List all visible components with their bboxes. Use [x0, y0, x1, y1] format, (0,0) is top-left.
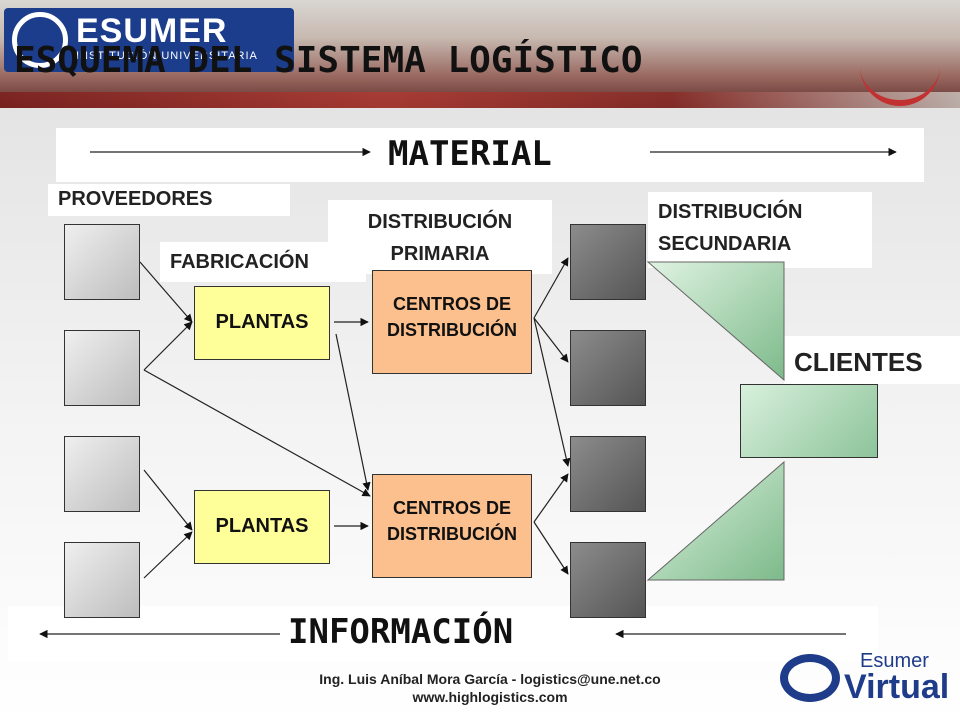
arrow-prov1-planta1 — [139, 261, 193, 323]
esumer-virtual-text1: Esumer — [860, 650, 929, 672]
plantas-box: PLANTAS — [194, 490, 330, 564]
proveedor-box — [64, 330, 140, 406]
distribucion-secundaria-box — [570, 436, 646, 512]
triangle-top — [646, 261, 785, 382]
plantas-box: PLANTAS — [194, 286, 330, 360]
slide-title: ESQUEMA DEL SISTEMA LOGÍSTICO — [14, 40, 643, 81]
material-band — [56, 128, 924, 182]
esumer-virtual-logo: Esumer Virtual — [780, 650, 950, 710]
logo-text: ESUMER — [76, 12, 228, 50]
arrow-centro1-sec3 — [533, 317, 571, 467]
clientes-box — [740, 384, 878, 458]
header-stripe — [0, 92, 960, 108]
distribucion-secundaria-box — [570, 542, 646, 618]
centro-line1: CENTROS DE — [392, 498, 511, 518]
footer-credits: Ing. Luis Aníbal Mora García - logistics… — [250, 670, 730, 706]
centro-line2: DISTRIBUCIÓN — [387, 524, 517, 544]
triangle-bottom — [646, 460, 785, 581]
arrow-prov3-planta2 — [143, 469, 193, 531]
centro-distribucion-box: CENTROS DE DISTRIBUCIÓN — [372, 474, 532, 578]
distribucion-secundaria-line2: SECUNDARIA — [658, 233, 792, 255]
centro-distribucion-box: CENTROS DE DISTRIBUCIÓN — [372, 270, 532, 374]
arrow-prov4-planta2 — [143, 531, 193, 579]
arrow-centro1-sec2 — [533, 317, 569, 363]
esumer-virtual-emblem-icon — [780, 654, 840, 702]
informacion-label: INFORMACIÓN — [288, 612, 514, 652]
distribucion-primaria-label: DISTRIBUCIÓN PRIMARIA — [328, 200, 552, 274]
distribucion-secundaria-label: DISTRIBUCIÓN SECUNDARIA — [648, 192, 872, 268]
arrow-prov2-planta1 — [143, 321, 193, 371]
arrow-centro2-sec4 — [533, 521, 569, 575]
clientes-label: CLIENTES — [784, 336, 960, 384]
footer-author: Ing. Luis Aníbal Mora García - logistics… — [319, 671, 661, 687]
arrow-centro2-sec3 — [533, 473, 569, 523]
footer-website: www.highlogistics.com — [412, 689, 568, 705]
distribucion-secundaria-line1: DISTRIBUCIÓN — [658, 201, 803, 223]
esumer-virtual-text2: Virtual — [844, 668, 950, 706]
esumer-logo: ESUMER INSTITUCIÓN UNIVERSITARIA — [4, 8, 294, 72]
logo-subtitle: INSTITUCIÓN UNIVERSITARIA — [76, 50, 258, 62]
arrow-prov2-centro2 — [143, 369, 371, 497]
material-label: MATERIAL — [388, 134, 552, 174]
distribucion-primaria-line2: PRIMARIA — [390, 243, 490, 265]
swoosh-icon — [860, 60, 940, 106]
arrow-centro1-sec1 — [533, 257, 569, 319]
logo-emblem-icon — [12, 12, 68, 68]
centro-line2: DISTRIBUCIÓN — [387, 320, 517, 340]
proveedor-box — [64, 542, 140, 618]
centro-line1: CENTROS DE — [392, 294, 511, 314]
proveedor-box — [64, 224, 140, 300]
distribucion-secundaria-box — [570, 330, 646, 406]
proveedor-box — [64, 436, 140, 512]
proveedores-label: PROVEEDORES — [48, 184, 290, 216]
distribucion-primaria-line1: DISTRIBUCIÓN — [367, 211, 513, 233]
arrow-planta1-centro2 — [335, 333, 371, 491]
distribucion-secundaria-box — [570, 224, 646, 300]
